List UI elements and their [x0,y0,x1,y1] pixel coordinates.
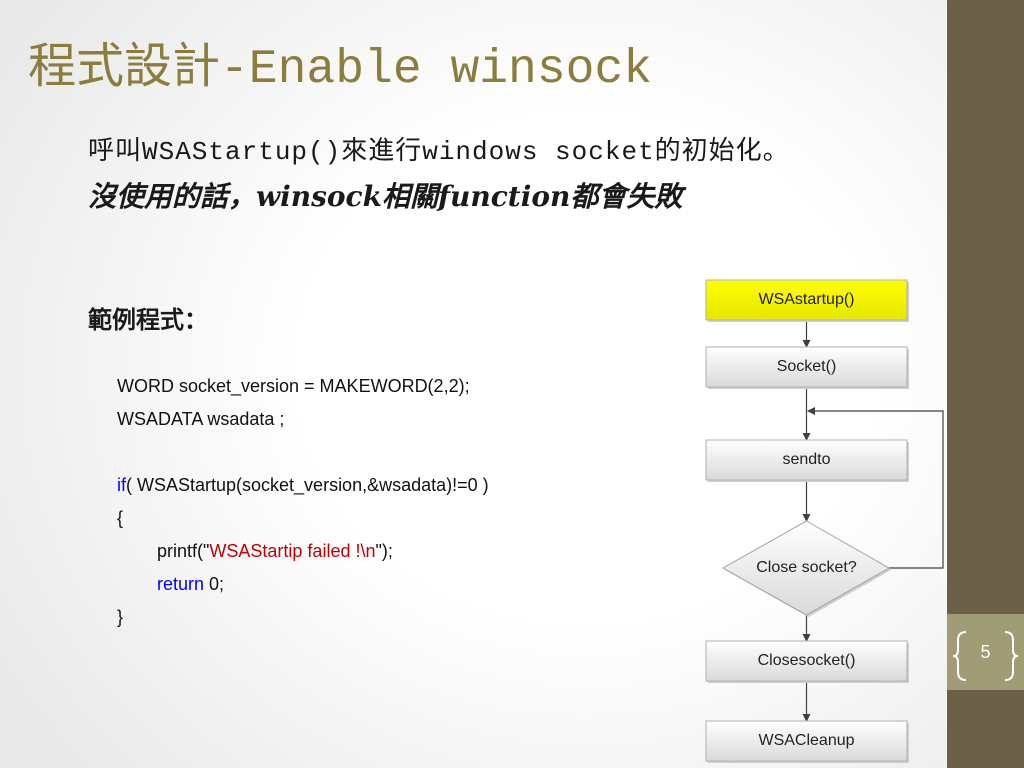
flow-decision-close-socket: Close socket? [721,520,891,617]
page-number-brackets [952,631,1019,681]
code-line: WSADATA wsadata ; [117,409,285,429]
code-line: if( WSAStartup(socket_version,&wsadata)!… [117,469,489,502]
page-number-box: 5 [947,614,1024,690]
code-text: 0; [204,574,225,594]
code-keyword: return [157,574,205,594]
code-keyword: if [117,475,126,495]
code-line: printf("WSAStartip failed !\n"); [117,535,489,568]
flow-node-label: Close socket? [756,559,857,576]
flow-node-label: WSACleanup [758,732,854,749]
code-line: } [117,607,124,627]
left-brace-icon [952,631,967,681]
code-text: "); [375,541,393,561]
flow-node-label: sendto [782,451,830,468]
example-heading: 範例程式： [88,305,208,334]
slide-title: 程式設計-Enable winsock [28,43,653,97]
code-line: WORD socket_version = MAKEWORD(2,2); [117,376,470,396]
flow-node-closesocket: Closesocket() [705,640,909,683]
code-line: { [117,508,124,528]
flow-node-socket: Socket() [705,346,909,389]
code-block: WORD socket_version = MAKEWORD(2,2); WSA… [117,370,489,634]
page-number: 5 [980,642,991,662]
flow-node-sendto: sendto [705,439,909,482]
warning-text: 沒使用的話，winsock相關function都會失敗 [88,180,683,213]
flow-node-label: WSAstartup() [758,291,854,308]
description-text: 呼叫WSAStartup()來進行windows socket的初始化。 [88,137,790,167]
flow-node-wsastartup: WSAstartup() [705,279,909,322]
flowchart: WSAstartup() Socket() sendto Close socke… [705,279,944,763]
code-string-literal: WSAStartip failed !\n [209,541,376,561]
code-text: ( WSAStartup(socket_version,&wsadata)!=0… [126,475,489,495]
right-brace-icon [1004,631,1019,681]
flow-node-label: Socket() [777,358,837,375]
flow-node-label: Closesocket() [758,652,856,669]
code-text: printf(" [157,541,210,561]
flow-loop-arrow [807,407,944,569]
code-line-blank [117,436,489,469]
flow-node-wsacleanup: WSACleanup [705,720,909,763]
code-line: return 0; [117,568,489,601]
